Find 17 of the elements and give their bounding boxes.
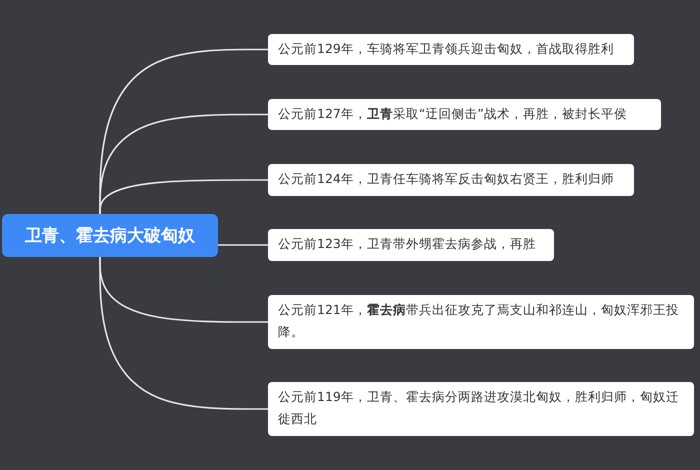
connector-line (99, 179, 268, 214)
event-text: 公元前124年，卫青任车骑将军反击匈奴右贤王，胜利归师 (278, 171, 614, 186)
event-text: 公元前121年，霍去病带兵出征攻克了焉支山和祁连山，匈奴浑邪王投降。 (278, 302, 679, 339)
connector-line (218, 244, 268, 246)
connector-line (99, 257, 268, 410)
topic-box (2, 214, 218, 257)
event-text: 公元前127年，卫青采取“迂回侧击”战术，再胜，被封长平侯 (278, 106, 627, 121)
event-box (268, 99, 661, 130)
event-box (268, 229, 554, 261)
event-box (268, 295, 694, 349)
event-box (268, 382, 694, 436)
event-box (268, 34, 634, 65)
event-text: 公元前123年，卫青带外甥霍去病参战，再胜 (278, 236, 536, 251)
event-text: 公元前129年，车骑将军卫青领兵迎击匈奴，首战取得胜利 (278, 41, 614, 56)
event-text: 公元前119年，卫青、霍去病分两路进攻漠北匈奴，胜利归师，匈奴迁徙西北 (278, 389, 679, 426)
topic-title: 卫青、霍去病大破匈奴 (25, 224, 195, 246)
event-box (268, 164, 634, 196)
